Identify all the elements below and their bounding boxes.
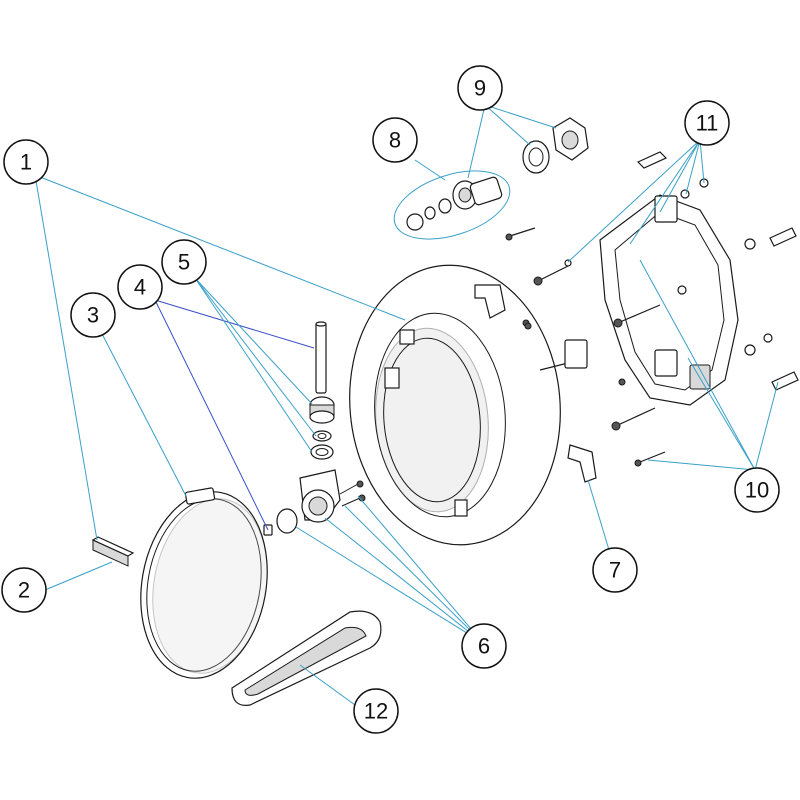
callout-2: 2 <box>1 567 47 613</box>
callout-9: 9 <box>457 65 503 111</box>
callout-6: 6 <box>461 623 507 669</box>
callout-11-label: 11 <box>696 111 719 136</box>
callout-7-label: 7 <box>609 558 621 583</box>
callout-9-label: 9 <box>474 76 486 101</box>
fasteners <box>505 151 799 467</box>
part-10-11-bracket <box>599 194 739 406</box>
callout-5: 5 <box>161 239 207 285</box>
part-6-elbow <box>276 469 366 534</box>
callout-11: 11 <box>684 100 730 146</box>
callout-10: 10 <box>734 467 780 513</box>
part-4-pin <box>263 321 327 536</box>
callout-10-label: 10 <box>745 478 769 503</box>
part-1-housing <box>349 264 561 546</box>
callout-3-label: 3 <box>87 303 99 328</box>
part-8-gland <box>393 170 511 240</box>
callout-8: 8 <box>372 117 418 163</box>
part-3-front-ring <box>140 487 268 679</box>
callout-12: 12 <box>353 688 399 734</box>
callout-2-label: 2 <box>18 578 30 603</box>
callout-5-label: 5 <box>178 250 190 275</box>
callout-4-label: 4 <box>134 275 146 300</box>
leader-lines <box>34 104 779 706</box>
callout-8-label: 8 <box>389 128 401 153</box>
part-9-nut-washer <box>522 117 589 174</box>
part-12-tool <box>231 610 382 706</box>
callout-1: 1 <box>3 139 49 185</box>
callout-4: 4 <box>117 264 163 310</box>
part-5-fittings <box>309 396 335 460</box>
part-7-clips <box>474 284 597 483</box>
callout-7: 7 <box>592 547 638 593</box>
part-2-clip <box>91 536 135 567</box>
callout-12-label: 12 <box>364 699 388 724</box>
callout-1-label: 1 <box>20 150 32 175</box>
callout-6-label: 6 <box>478 634 490 659</box>
callout-3: 3 <box>70 292 116 338</box>
